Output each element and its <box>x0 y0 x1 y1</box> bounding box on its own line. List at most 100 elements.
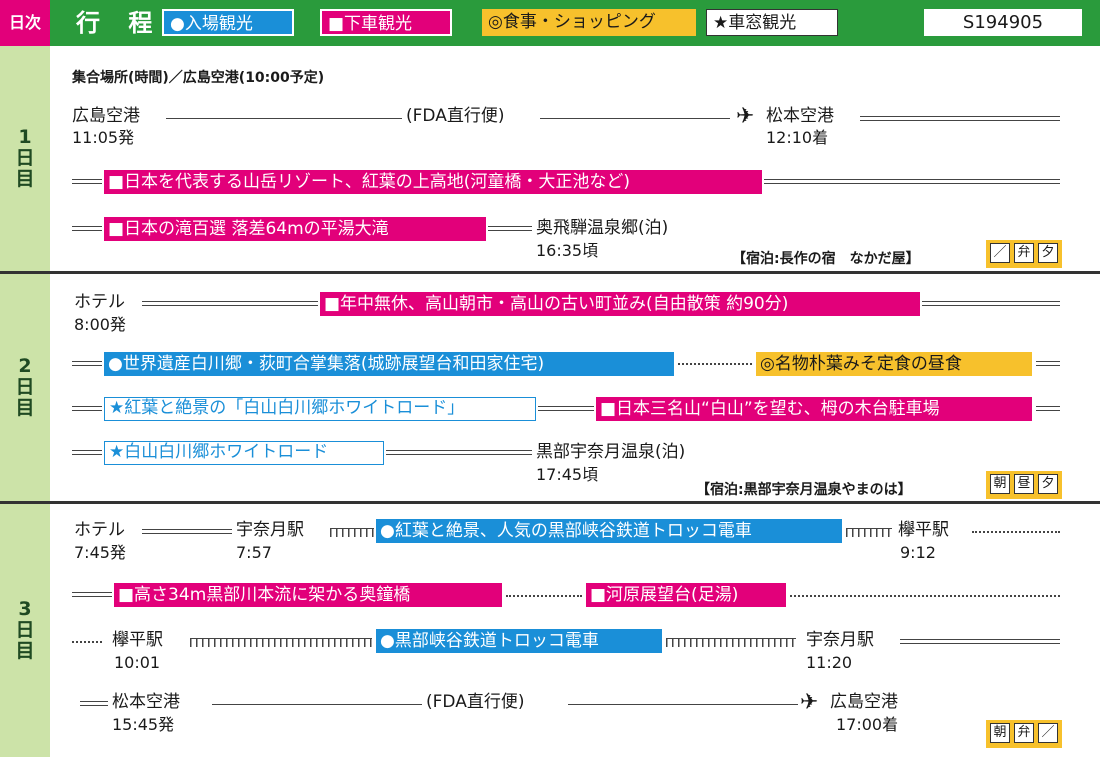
itinerary-title: 行 程 <box>76 9 163 37</box>
itinerary-header: 日次 行 程 ●入場観光 ■下車観光 ◎食事・ショッピング ★車窓観光 S194… <box>0 0 1100 46</box>
route-line <box>72 406 102 411</box>
route-line <box>538 406 594 411</box>
meal-indicator: ／ 弁 夕 <box>986 240 1062 268</box>
spot-toganokidai: ■日本三名山“白山”を望む、栂の木台駐車場 <box>596 397 1032 421</box>
spot-kawara-observatory: ■河原展望台(足湯) <box>586 583 786 607</box>
route-line <box>860 116 1060 121</box>
route-line <box>72 226 102 231</box>
day2-column: 2 日 目 <box>0 274 50 501</box>
walk-line <box>972 531 1060 533</box>
railway-line <box>330 528 374 537</box>
day2-label: 2 日 目 <box>15 355 35 419</box>
route-line <box>922 301 1060 306</box>
departure-time: 15:45発 <box>112 715 175 734</box>
flight-line <box>212 704 422 705</box>
flight-name: (FDA直行便) <box>406 106 505 126</box>
dinner: 夕 <box>1038 243 1058 263</box>
start-time: 7:45発 <box>74 543 126 562</box>
arrival-time: 17:00着 <box>836 715 899 734</box>
stay-arrival-time: 16:35頃 <box>536 241 599 260</box>
spot-hirayu-falls: ■日本の滝百選 落差64mの平湯大滝 <box>104 217 486 241</box>
start-hotel: ホテル <box>74 520 125 540</box>
unazuki-station: 宇奈月駅 <box>806 630 874 650</box>
hotel-name: 【宿泊:長作の宿 なかだ屋】 <box>732 251 920 267</box>
route-line <box>1036 361 1060 366</box>
flight-line <box>568 704 798 705</box>
flight-line <box>166 118 402 119</box>
route-line <box>72 450 102 455</box>
walk-line <box>72 641 102 643</box>
day2-block: 2 日 目 ホテル 8:00発 ■年中無休、高山朝市・高山の古い町並み(自由散策… <box>0 274 1100 501</box>
day-column-label: 日次 <box>0 0 50 46</box>
route-line <box>142 301 318 306</box>
stay-place: 奥飛騨温泉郷(泊) <box>536 218 669 238</box>
trolley-train-scenic: ●紅葉と絶景、人気の黒部峡谷鉄道トロッコ電車 <box>376 519 842 543</box>
legend-meal-shopping: ◎食事・ショッピング <box>482 9 696 36</box>
route-line <box>386 450 532 455</box>
stay-place: 黒部宇奈月温泉(泊) <box>536 442 686 462</box>
day1-block: 1 日 目 集合場所(時間)／広島空港(10:00予定) 広島空港 11:05発… <box>0 46 1100 271</box>
lunch-bento: 弁 <box>1014 723 1034 743</box>
walk-line <box>678 363 752 365</box>
railway-line <box>846 528 892 537</box>
spot-white-road: ★白山白川郷ホワイトロード <box>104 441 384 465</box>
day3-label: 3 日 目 <box>15 598 35 662</box>
spot-okukane-bridge: ■高さ34m黒部川本流に架かる奥鐘橋 <box>114 583 502 607</box>
route-line <box>764 179 1060 184</box>
legend-admission-sightseeing: ●入場観光 <box>162 9 294 36</box>
spot-white-road-scenic: ★紅葉と絶景の「白山白川郷ホワイトロード」 <box>104 397 536 421</box>
route-line <box>72 592 112 597</box>
flight-line <box>540 118 730 119</box>
departure-airport: 松本空港 <box>112 692 180 712</box>
dinner: 夕 <box>1038 474 1058 494</box>
arrival-airport: 広島空港 <box>830 692 898 712</box>
railway-line <box>666 638 796 647</box>
arrival-time: 12:10着 <box>766 128 829 147</box>
spot-takayama: ■年中無休、高山朝市・高山の古い町並み(自由散策 約90分) <box>320 292 920 316</box>
keyakidaira-time: 10:01 <box>114 653 161 672</box>
route-line <box>142 529 232 534</box>
airplane-icon: ✈ <box>736 104 755 129</box>
route-line <box>900 639 1060 644</box>
flight-name: (FDA直行便) <box>426 692 525 712</box>
keyakidaira-station: 欅平駅 <box>898 520 949 540</box>
lunch-bento: 弁 <box>1014 243 1034 263</box>
tour-code: S194905 <box>924 9 1082 36</box>
stay-arrival-time: 17:45頃 <box>536 465 599 484</box>
dinner-none: ／ <box>1038 723 1058 743</box>
meal-indicator: 朝 昼 夕 <box>986 471 1062 499</box>
spot-kamikochi: ■日本を代表する山岳リゾート、紅葉の上高地(河童橋・大正池など) <box>104 170 762 194</box>
airplane-icon: ✈ <box>800 690 819 715</box>
legend-stopover-sightseeing: ■下車観光 <box>320 9 452 36</box>
keyakidaira-station: 欅平駅 <box>112 630 163 650</box>
route-line <box>72 361 102 366</box>
keyakidaira-time: 9:12 <box>900 543 936 562</box>
breakfast: 朝 <box>990 723 1010 743</box>
lunch: 昼 <box>1014 474 1034 494</box>
walk-line <box>790 595 1060 597</box>
unazuki-time: 7:57 <box>236 543 272 562</box>
arrival-airport: 松本空港 <box>766 106 834 126</box>
departure-time: 11:05発 <box>72 128 135 147</box>
route-line <box>80 701 108 706</box>
day3-block: 3 日 目 ホテル 7:45発 宇奈月駅 7:57 ●紅葉と絶景、人気の黒部峡谷… <box>0 504 1100 757</box>
hotel-name: 【宿泊:黒部宇奈月温泉やまのは】 <box>696 482 912 498</box>
day3-column: 3 日 目 <box>0 504 50 757</box>
meeting-point: 集合場所(時間)／広島空港(10:00予定) <box>72 70 325 86</box>
start-time: 8:00発 <box>74 315 126 334</box>
breakfast: 朝 <box>990 474 1010 494</box>
day1-column: 1 日 目 <box>0 46 50 271</box>
route-line <box>1036 406 1060 411</box>
trolley-train: ●黒部峡谷鉄道トロッコ電車 <box>376 629 662 653</box>
meal-indicator: 朝 弁 ／ <box>986 720 1062 748</box>
day-separator <box>0 501 1100 504</box>
spot-shirakawago: ●世界遺産白川郷・荻町合掌集落(城跡展望台和田家住宅) <box>104 352 674 376</box>
route-line <box>488 226 532 231</box>
route-line <box>72 179 102 184</box>
breakfast-none: ／ <box>990 243 1010 263</box>
lunch-hoba-miso: ◎名物朴葉みそ定食の昼食 <box>756 352 1032 376</box>
day-separator <box>0 271 1100 274</box>
unazuki-time: 11:20 <box>806 653 853 672</box>
legend-window-sightseeing: ★車窓観光 <box>706 9 838 36</box>
departure-airport: 広島空港 <box>72 106 140 126</box>
